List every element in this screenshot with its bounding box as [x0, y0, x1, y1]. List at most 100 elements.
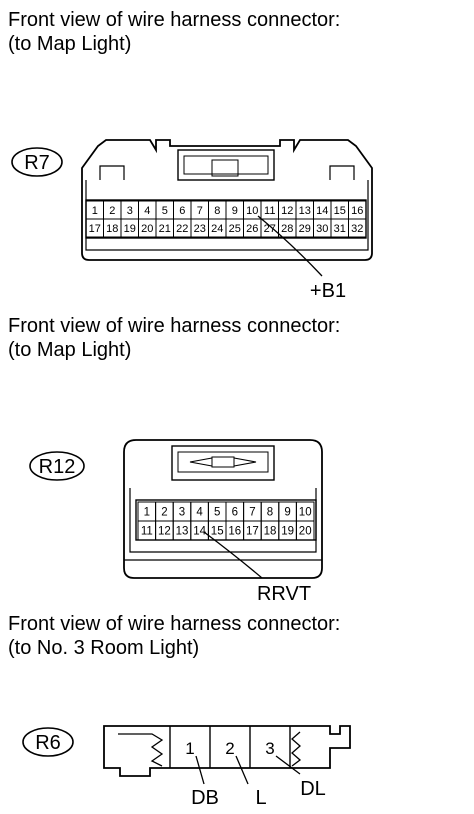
- r7-latch-lock: [211, 159, 239, 177]
- r7-pin-7: 7: [197, 205, 203, 217]
- r6-terminal-label-l: L: [255, 787, 266, 809]
- r12-pin-3: 3: [179, 507, 185, 519]
- r7-pin-28: 28: [281, 223, 293, 235]
- r7-pin-29: 29: [299, 223, 311, 235]
- r7-pin-10: 10: [246, 205, 258, 217]
- r7-pin-22: 22: [176, 223, 188, 235]
- r6-lock-right: [291, 731, 302, 767]
- r12-latch-lock: [189, 457, 257, 467]
- r7-pin-18: 18: [106, 223, 118, 235]
- r12-leader: [203, 531, 263, 579]
- r12-pin-8: 8: [267, 507, 273, 519]
- caption-r12: Front view of wire harness connector: (t…: [8, 314, 340, 362]
- r12-tag: R12: [39, 456, 76, 478]
- r7-pin-24: 24: [211, 223, 223, 235]
- r7-pin-19: 19: [124, 223, 136, 235]
- r12-pin-9: 9: [284, 507, 290, 519]
- r7-pin-27: 27: [264, 223, 276, 235]
- r7-pin-14: 14: [316, 205, 328, 217]
- r12-latch-bar: [211, 456, 235, 468]
- r7-pin-20: 20: [141, 223, 153, 235]
- r12-pin-12: 12: [158, 526, 171, 538]
- r7-tag: R7: [24, 152, 50, 174]
- r12-pin-20: 20: [299, 526, 312, 538]
- r12-latch: [171, 445, 275, 481]
- r7-pin-16: 16: [351, 205, 363, 217]
- r7-pin-3: 3: [127, 205, 133, 217]
- r7-housing: [81, 139, 373, 261]
- r6-leader-db: [195, 755, 205, 785]
- caption-r7-line1: Front view of wire harness connector:: [8, 9, 341, 31]
- r7-pin-25: 25: [229, 223, 241, 235]
- r12-pin-16: 16: [228, 526, 241, 538]
- r7-latch-inner: [183, 155, 269, 175]
- caption-r7-line2: (to Map Light): [8, 33, 132, 55]
- caption-r6: Front view of wire harness connector: (t…: [8, 612, 340, 660]
- r6-terminal-label-dl: DL: [300, 778, 326, 800]
- r12-pin-15: 15: [211, 526, 224, 538]
- r6-pin-3: 3: [265, 739, 274, 758]
- r7-pin-cell-32: [348, 218, 367, 238]
- r7-pin-1: 1: [92, 205, 98, 217]
- r6-pin-row: 1 2 3: [185, 739, 274, 758]
- r7-pin-5: 5: [162, 205, 168, 217]
- r12-pin-1: 1: [144, 507, 150, 519]
- r12-pin-13: 13: [176, 526, 189, 538]
- r12-pin-6: 6: [232, 507, 238, 519]
- r12-latch-inner: [177, 451, 269, 473]
- r7-pin-6: 6: [179, 205, 185, 217]
- r7-pin-23: 23: [194, 223, 206, 235]
- r12-pin-5: 5: [214, 507, 220, 519]
- r6-pin-2: 2: [225, 739, 234, 758]
- r7-latch: [177, 149, 275, 181]
- r12-housing: [123, 439, 323, 579]
- r12-pin-cell-20: [295, 520, 315, 541]
- r6-leader-l: [235, 755, 249, 785]
- caption-r12-line1: Front view of wire harness connector:: [8, 315, 341, 337]
- r6-leader-dl: [275, 755, 301, 775]
- connector-r6: R6 1 2 3 DB L DL: [22, 725, 351, 809]
- r7-pin-31: 31: [334, 223, 346, 235]
- r7-pin-15: 15: [334, 205, 346, 217]
- r12-pin-17: 17: [246, 526, 259, 538]
- r6-pin-1: 1: [185, 739, 194, 758]
- r7-pin-13: 13: [299, 205, 311, 217]
- r6-tag-oval: [22, 727, 74, 757]
- r12-terminal-label: RRVT: [257, 583, 311, 605]
- r12-inner: [129, 488, 317, 553]
- r7-pin-26: 26: [246, 223, 258, 235]
- r7-tag-oval: [11, 147, 63, 177]
- r7-pin-8: 8: [214, 205, 220, 217]
- r7-pin-30: 30: [316, 223, 328, 235]
- caption-r12-line2: (to Map Light): [8, 339, 132, 361]
- r12-pin-2: 2: [161, 507, 167, 519]
- r7-pin-32: 32: [351, 223, 363, 235]
- r6-tag: R6: [35, 732, 61, 754]
- r12-pin-18: 18: [264, 526, 277, 538]
- r6-housing: [103, 725, 351, 777]
- r12-pin-19: 19: [281, 526, 294, 538]
- r12-tag-oval: [29, 451, 85, 481]
- r7-pin-17: 17: [89, 223, 101, 235]
- r6-terminal-label-db: DB: [191, 787, 219, 809]
- r7-ribs: [99, 165, 355, 180]
- caption-r6-line1: Front view of wire harness connector:: [8, 613, 341, 635]
- caption-r6-line2: (to No. 3 Room Light): [8, 637, 200, 659]
- r7-pin-12: 12: [281, 205, 293, 217]
- r7-pin-4: 4: [144, 205, 150, 217]
- r6-lock-left: [118, 733, 164, 767]
- r7-pin-2: 2: [109, 205, 115, 217]
- r7-pin-11: 11: [264, 205, 275, 217]
- r7-pin-9: 9: [232, 205, 238, 217]
- r7-pin-21: 21: [159, 223, 171, 235]
- r12-pin-4: 4: [196, 507, 203, 519]
- r7-leader: [257, 215, 323, 277]
- r12-pin-7: 7: [249, 507, 255, 519]
- r12-pin-11: 11: [141, 526, 153, 538]
- r12-pin-14: 14: [193, 526, 206, 538]
